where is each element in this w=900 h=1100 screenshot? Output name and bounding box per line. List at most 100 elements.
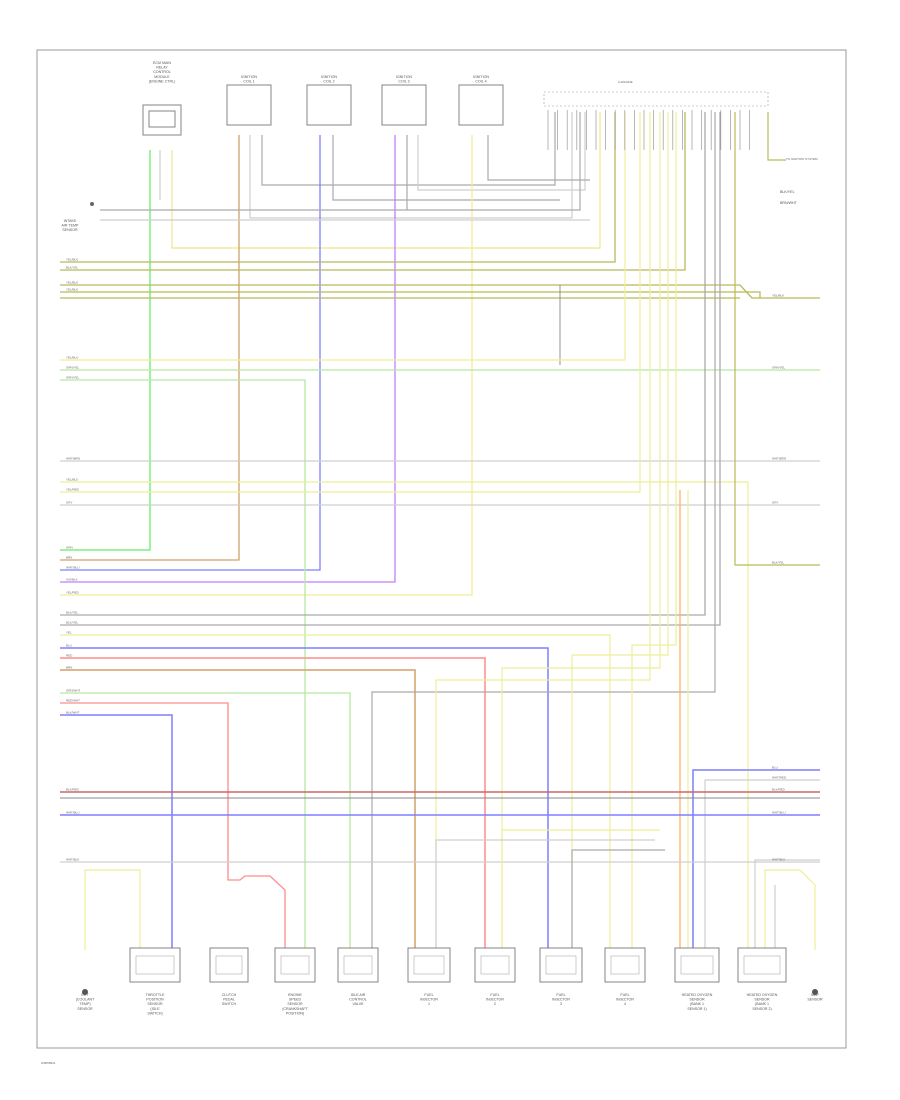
left-wire-label: WHT/BRN [66, 457, 80, 461]
component-inner-throttle [135, 955, 175, 975]
right-wire-label: GRY [772, 501, 778, 505]
wire [767, 112, 786, 161]
right-wire-label: WHT/BRN [772, 457, 786, 461]
left-wire-label: BLK/YEL [66, 621, 79, 625]
wire [754, 859, 820, 950]
component-inner-hto2b [743, 955, 781, 975]
right-wire-label: GRN/YEL [772, 366, 786, 370]
wire [60, 135, 240, 561]
left-component-label: INTAKE [64, 219, 77, 223]
left-wire-label: GRN/YEL [66, 366, 80, 370]
wire [571, 112, 669, 950]
component-box-ign1 [226, 84, 272, 126]
right-wire-label: YEL/BLK [772, 294, 784, 298]
left-wire-label: BLK/RED [66, 788, 80, 792]
component-label-throttle: POSITION [146, 998, 164, 1002]
component-label-ect: TEMP) [79, 1002, 90, 1006]
component-label-ign4: IGNITION [473, 75, 489, 79]
wire [60, 657, 486, 950]
component-inj3 [539, 947, 583, 983]
wire [60, 112, 616, 263]
wire [60, 112, 706, 616]
wire [60, 702, 286, 950]
component-label-clutch: SWITCH [222, 1002, 237, 1006]
wire [100, 112, 581, 211]
component-box-ign4 [458, 84, 504, 126]
wire [60, 135, 473, 596]
wire [435, 112, 651, 950]
component-label-inj1: FUEL [424, 993, 433, 997]
component-label-hto2b: HEATED OXYGEN [747, 993, 778, 997]
component-label-ecu: MODULE [154, 75, 170, 79]
component-inner-inj4 [610, 955, 640, 975]
component-label-inj4: 4 [624, 1002, 626, 1006]
left-wire-label: WHT/BLU [66, 811, 80, 815]
wire [60, 634, 611, 950]
component-label-throttle: THROTTLE [146, 993, 166, 997]
component-inner-clutch [215, 955, 243, 975]
component-inner-ecu [148, 110, 176, 128]
component-label-hto2a: SENSOR [689, 998, 705, 1002]
component-label-ect: SENSOR [77, 1007, 93, 1011]
component-label-ect: (COOLANT [76, 998, 95, 1002]
left-wire-label: BLU [66, 644, 72, 648]
component-label-ecu: RELAY [156, 66, 168, 70]
wire [435, 839, 655, 950]
component-label-idle: IDLE AIR [351, 993, 366, 997]
component-inner-inj1 [413, 955, 445, 975]
component-label-inj4: FUEL [620, 993, 629, 997]
wire [60, 291, 761, 298]
component-label-throttle: SENSOR [147, 1002, 163, 1006]
wire [332, 135, 560, 201]
component-label-inj2: 2 [494, 1002, 496, 1006]
wire [371, 112, 716, 950]
component-group [82, 84, 818, 995]
left-wire-label: RED/WHT [66, 699, 80, 703]
component-label-inj1: 1 [428, 1002, 430, 1006]
component-label-throttle: SWITCH) [147, 1011, 162, 1015]
wire [60, 647, 549, 950]
wire [60, 112, 626, 361]
wire [84, 869, 141, 950]
component-label-clutch: PEDAL [223, 998, 235, 1002]
wire [261, 112, 556, 186]
wire [60, 135, 396, 583]
component-hto2a [674, 947, 720, 983]
component-map [812, 989, 818, 995]
left-wire-label: GRN/WHT [66, 689, 80, 693]
wire [501, 112, 661, 950]
component-label-hto2b: SENSOR [754, 998, 770, 1002]
wire [501, 829, 660, 950]
connector-label: C-ENGINE [618, 80, 633, 84]
left-wire-label: GRN/YEL [66, 376, 80, 380]
component-label-inj2: FUEL [490, 993, 499, 997]
component-label-inj3: FUEL [556, 993, 565, 997]
right-top-label: TO IGNITION SYSTEM [786, 157, 818, 161]
wire [764, 869, 816, 950]
component-label-map: MAP [811, 993, 819, 997]
component-label-idle: VALVE [352, 1002, 364, 1006]
left-component-label: SENSOR [62, 228, 78, 232]
left-wire-label: YEL/RED [66, 488, 80, 492]
right-wire-label: WHT/BLU [772, 811, 786, 815]
component-label-inj3: INJECTOR [552, 998, 570, 1002]
left-wire-label: YEL/BLU [66, 356, 78, 360]
left-wire-label: RED [66, 654, 73, 658]
component-clutch [209, 947, 249, 983]
component-inner-inj3 [545, 955, 577, 975]
component-label-ign3: IGNITION [396, 75, 412, 79]
component-hto2b [737, 947, 787, 983]
component-label-ecu: (ENGINE CTRL) [149, 79, 176, 83]
left-wire-label: BLK/YEL [66, 611, 79, 615]
left-wire-label: GRY [66, 501, 72, 505]
component-inner-idle [343, 955, 373, 975]
wire [249, 112, 573, 219]
component-label-hto2b: (BANK 1 [755, 1002, 769, 1006]
component-label-hto2b: SENSOR 2) [752, 1007, 771, 1011]
component-label-clutch: CLUTCH [222, 993, 237, 997]
component-idle [337, 947, 379, 983]
component-label-ign3: COIL 3 [398, 80, 409, 84]
component-label-inj1: INJECTOR [420, 998, 438, 1002]
